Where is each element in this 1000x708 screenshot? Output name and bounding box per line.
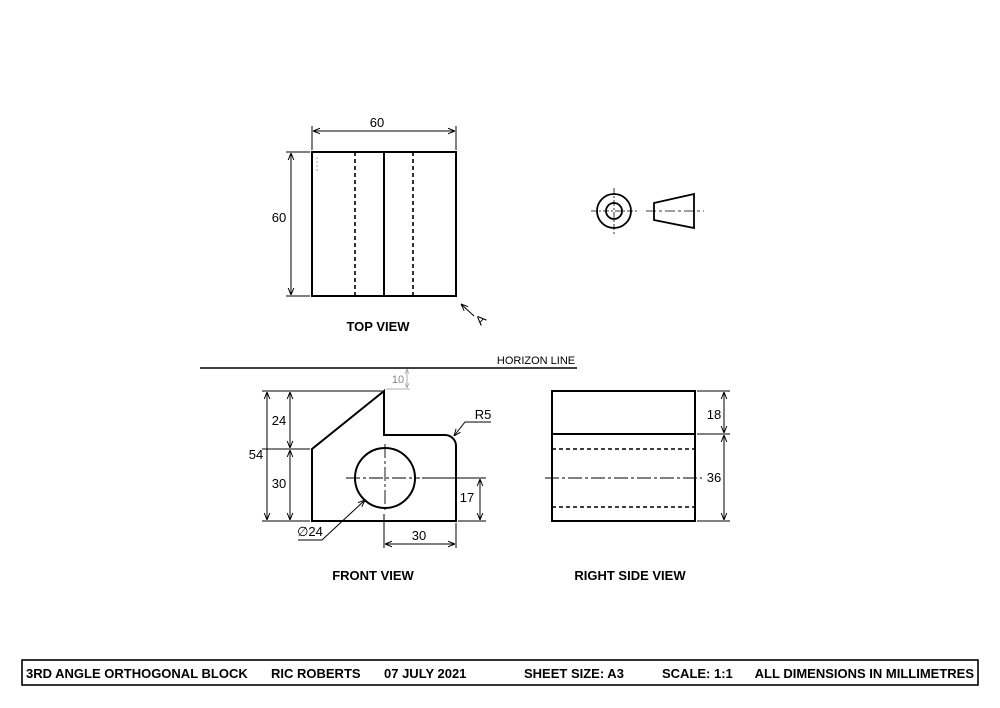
view-direction-label: A xyxy=(472,311,489,328)
offset-dim: 10 xyxy=(392,374,404,386)
front-lower-dim: 30 xyxy=(272,476,286,491)
right-side-view-label: RIGHT SIDE VIEW xyxy=(574,568,686,583)
title-block-border xyxy=(21,659,979,686)
hole-dim: ∅24 xyxy=(297,524,323,539)
radius-leader xyxy=(454,421,491,436)
top-width-dim: 60 xyxy=(370,115,384,130)
front-view-label: FRONT VIEW xyxy=(332,568,414,583)
hole-leader xyxy=(298,500,365,541)
title-block-scale: SCALE: 1:1 xyxy=(662,666,733,681)
projection-frustum xyxy=(653,192,695,230)
title-block-author: RIC ROBERTS xyxy=(271,666,361,681)
view-direction-arrow xyxy=(461,304,475,317)
projection-outer-circle xyxy=(596,193,632,229)
third-angle-projection-symbol xyxy=(591,188,704,234)
title-block-sheet-size: SHEET SIZE: A3 xyxy=(524,666,624,681)
right-lower-dim: 36 xyxy=(707,470,721,485)
top-depth-dim: 60 xyxy=(272,210,286,225)
right-upper-dim: 18 xyxy=(707,407,721,422)
front-upper-dim: 24 xyxy=(272,413,286,428)
title-block-title: 3RD ANGLE ORTHOGONAL BLOCK xyxy=(26,666,248,681)
front-view-outline xyxy=(311,388,457,522)
title-block-date: 07 JULY 2021 xyxy=(384,666,466,681)
horizon-line-label: HORIZON LINE xyxy=(497,355,575,367)
top-view-label: TOP VIEW xyxy=(346,319,410,334)
right-view-outline xyxy=(551,390,696,522)
right-side-view: 18 36 RIGHT SIDE VIEW xyxy=(545,390,730,583)
front-height-dim: 54 xyxy=(249,447,263,462)
hole-x-dim: 30 xyxy=(412,528,426,543)
radius-label: R5 xyxy=(475,407,492,422)
front-view: 10 24 30 54 R5 ∅24 17 30 FRONT VIEW xyxy=(249,369,492,583)
hole-height-dim: 17 xyxy=(460,490,474,505)
top-view: 60 60 A TOP VIEW xyxy=(272,115,489,334)
title-block-units: ALL DIMENSIONS IN MILLIMETRES xyxy=(755,666,975,681)
title-block: 3RD ANGLE ORTHOGONAL BLOCK RIC ROBERTS 0… xyxy=(21,659,979,686)
